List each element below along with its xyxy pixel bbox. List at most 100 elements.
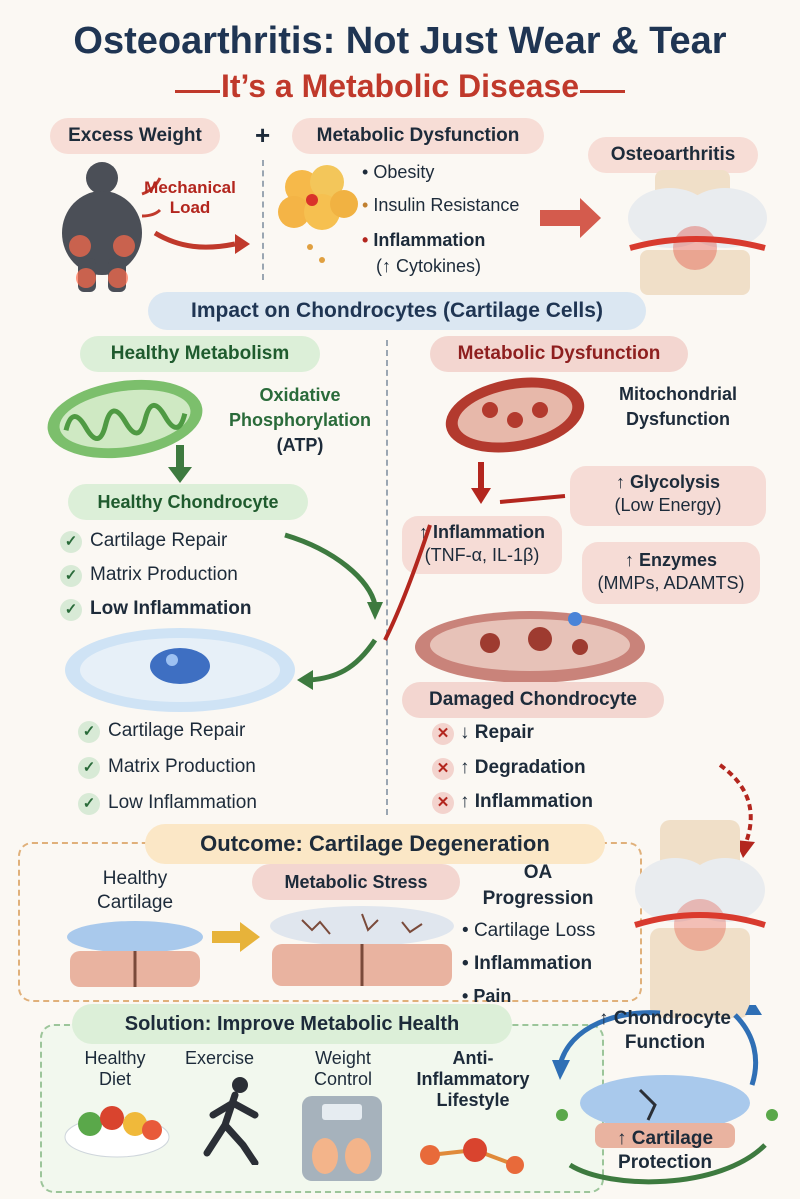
oa-item-pain: • Pain (462, 986, 512, 1006)
effect-inflammation-text: ↑ Inflammation (460, 791, 594, 812)
check-icon: ✓ (78, 721, 100, 743)
metabolic-dysfunction-header: Metabolic Dysfunction (430, 336, 688, 372)
check-top-3: ✓Low Inflammation (60, 598, 252, 621)
arrows-down-red-icon (471, 462, 566, 504)
cartilage-protection-text: ↑ Cartilage Protection (590, 1128, 740, 1174)
check-top-2-text: Matrix Production (90, 564, 238, 585)
inflammation-line2: (TNF-α, IL-1β) (424, 545, 540, 565)
healthy-diet-icon (64, 1106, 170, 1158)
enzymes-line2: (MMPs, ADAMTS) (597, 573, 745, 593)
cartilage-protection-line1: ↑ Cartilage (616, 1128, 714, 1149)
lifestyle-line1: Anti- (452, 1048, 494, 1068)
check-bottom-2: ✓ Matrix Production (78, 756, 256, 779)
diet-line1: Healthy (84, 1048, 146, 1068)
diet-line2: Diet (98, 1069, 131, 1089)
solution-title: Solution: Improve Metabolic Health (72, 1004, 512, 1044)
effect-repair-text: ↓ Repair (460, 722, 534, 743)
page-title: Osteoarthritis: Not Just Wear & Tear (73, 20, 727, 62)
enzymes-line1: ↑ Enzymes (624, 550, 718, 570)
bullet-cytokines: (↑ Cytokines) (376, 256, 482, 276)
obese-person-icon (62, 162, 250, 292)
damaged-chondrocyte-cell-icon (415, 611, 645, 683)
mito-line1: Mitochondrial (619, 384, 737, 404)
oa-item-cartilage-loss: • Cartilage Loss (462, 920, 596, 941)
oa-progression-line2: Progression (482, 888, 594, 909)
damaged-mitochondrion-icon (445, 377, 585, 453)
impact-title: Impact on Chondrocytes (Cartilage Cells) (148, 292, 646, 330)
arrow-to-oa-icon (540, 198, 601, 238)
cross-icon: ✕ (432, 792, 454, 814)
chondrocyte-function-line2: Function (624, 1032, 706, 1053)
check-bottom-2-text: Matrix Production (108, 756, 256, 777)
solution-diet-label: Healthy Diet (60, 1048, 170, 1090)
mechanical-load-line1: Mechanical (144, 178, 236, 197)
check-bottom-3-text: Low Inflammation (108, 792, 257, 813)
check-bottom-3: ✓Low Inflammation (78, 792, 257, 815)
check-top-1-text: Cartilage Repair (90, 530, 228, 551)
oa-item-inflammation: • Inflammation (462, 953, 593, 974)
osteoarthritis-knee-icon (628, 170, 767, 295)
cartilage-protection-line2: Protection (618, 1152, 712, 1173)
check-icon: ✓ (78, 757, 100, 779)
effect-repair: ✕↓ Repair (432, 722, 534, 745)
bullet-obesity-text: Obesity (373, 162, 435, 182)
weight-line1: Weight (315, 1048, 371, 1068)
subtitle-line-left (175, 90, 220, 93)
effect-degradation: ✕ ↑ Degradation (432, 757, 586, 780)
mito-line2: Dysfunction (625, 409, 730, 429)
enzymes-bubble: ↑ Enzymes (MMPs, ADAMTS) (582, 542, 760, 604)
healthy-mitochondrion-icon (47, 379, 203, 459)
oxphos-line3: (ATP) (276, 435, 324, 455)
healthy-cartilage-icon (67, 921, 203, 987)
bullet-obesity: • Obesity (362, 162, 435, 182)
weight-line2: Control (313, 1069, 373, 1089)
glycolysis-bubble: ↑ Glycolysis (Low Energy) (570, 466, 766, 526)
oa-item-3-text: Pain (473, 986, 512, 1006)
arrow-down-green-icon (168, 445, 192, 483)
oa-item-2-text: Inflammation (473, 953, 593, 974)
scale-icon (302, 1096, 382, 1181)
bullet-insulin: • Insulin Resistance (362, 195, 520, 215)
lifestyle-line2: Inflammatory (416, 1069, 530, 1089)
molecule-icon (420, 1138, 524, 1174)
damaged-chondrocyte-label: Damaged Chondrocyte (402, 682, 664, 718)
oa-progression-line1: OA (523, 862, 553, 883)
effect-degradation-text: ↑ Degradation (460, 757, 586, 778)
mechanical-load-text: Mechanical Load (140, 178, 240, 218)
chondrocyte-function-text: ↑ Chondrocyte Function (580, 1008, 750, 1054)
check-bottom-1: ✓Cartilage Repair (78, 720, 245, 743)
outcome-title: Outcome: Cartilage Degeneration (145, 824, 605, 864)
healthy-cartilage-line1: Healthy (102, 868, 168, 889)
arrow-right-yellow-icon (212, 922, 260, 952)
knee-joint-inflamed-icon (634, 820, 766, 1018)
excess-weight-label: Excess Weight (50, 118, 220, 154)
osteoarthritis-label: Osteoarthritis (588, 137, 758, 173)
middle-divider (386, 340, 388, 815)
subtitle-line-right (580, 90, 625, 93)
check-top-1: ✓ Cartilage Repair (60, 530, 227, 553)
fat-cells-icon (278, 165, 358, 263)
chondrocyte-function-line1: ↑ Chondrocyte (599, 1008, 731, 1029)
bullet-insulin-text: Insulin Resistance (373, 195, 520, 215)
curved-arrow-red-icon (383, 524, 432, 641)
healthy-chondrocyte-cell-icon (65, 628, 295, 712)
oxphos-text: Oxidative Phosphorylation (ATP) (215, 385, 385, 456)
solution-lifestyle-label: Anti- Inflammatory Lifestyle (408, 1048, 538, 1111)
oa-progression-text: OA Progression (478, 862, 598, 910)
lifestyle-line3: Lifestyle (436, 1090, 510, 1110)
check-top-2: ✓ Matrix Production (60, 564, 238, 587)
effect-inflammation: ✕ ↑ Inflammation (432, 791, 593, 814)
check-icon: ✓ (60, 565, 82, 587)
solution-exercise-label: Exercise (185, 1048, 255, 1068)
page-subtitle: It’s a Metabolic Disease (220, 68, 580, 104)
healthy-cartilage-text: Healthy Cartilage (75, 868, 195, 914)
healthy-cartilage-line2: Cartilage (96, 892, 174, 913)
bullet-inflammation: • Inflammation (362, 230, 486, 250)
plus-sign: + (255, 120, 271, 150)
mechanical-load-line2: Load (169, 198, 211, 217)
cross-icon: ✕ (432, 758, 454, 780)
check-icon: ✓ (60, 531, 82, 553)
metabolic-dysfunction-label: Metabolic Dysfunction (292, 118, 544, 154)
healthy-metabolism-header: Healthy Metabolism (80, 336, 320, 372)
runner-icon (203, 1077, 259, 1165)
